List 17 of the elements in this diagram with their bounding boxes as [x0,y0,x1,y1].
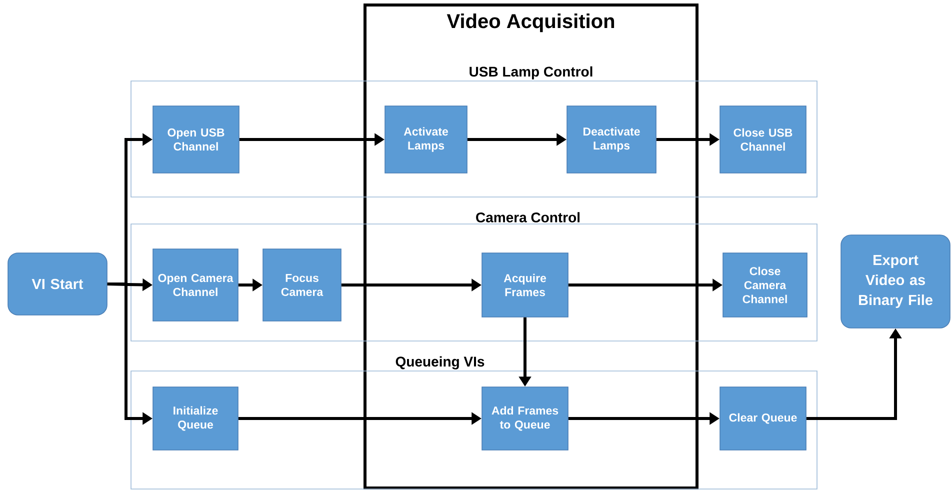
node-label: Queueing VIs [396,356,484,370]
heading: Video Acquisition [446,14,614,32]
process-box: Close USB Channel [720,106,806,174]
process-box: Close Camera Channel [722,252,808,318]
process-box: Deactivate Lamps [566,106,656,174]
node-label: Camera Control [476,212,580,222]
process-box: Activate Lamps [384,106,468,174]
node-label: USB Lamp Control [470,66,592,80]
process-box: Clear Queue [720,386,806,450]
process-box: Add Frames to Queue [482,386,568,450]
process-box: Focus Camera [262,248,342,322]
process-box: Initialize Queue [152,386,238,450]
process-box: Open USB Channel [152,106,240,174]
terminal-box: Export Video as Binary File [840,234,950,328]
process-box: Open Camera Channel [152,248,238,322]
process-box: Acquire Frames [482,252,568,318]
terminal-box: VI Start [8,252,108,316]
